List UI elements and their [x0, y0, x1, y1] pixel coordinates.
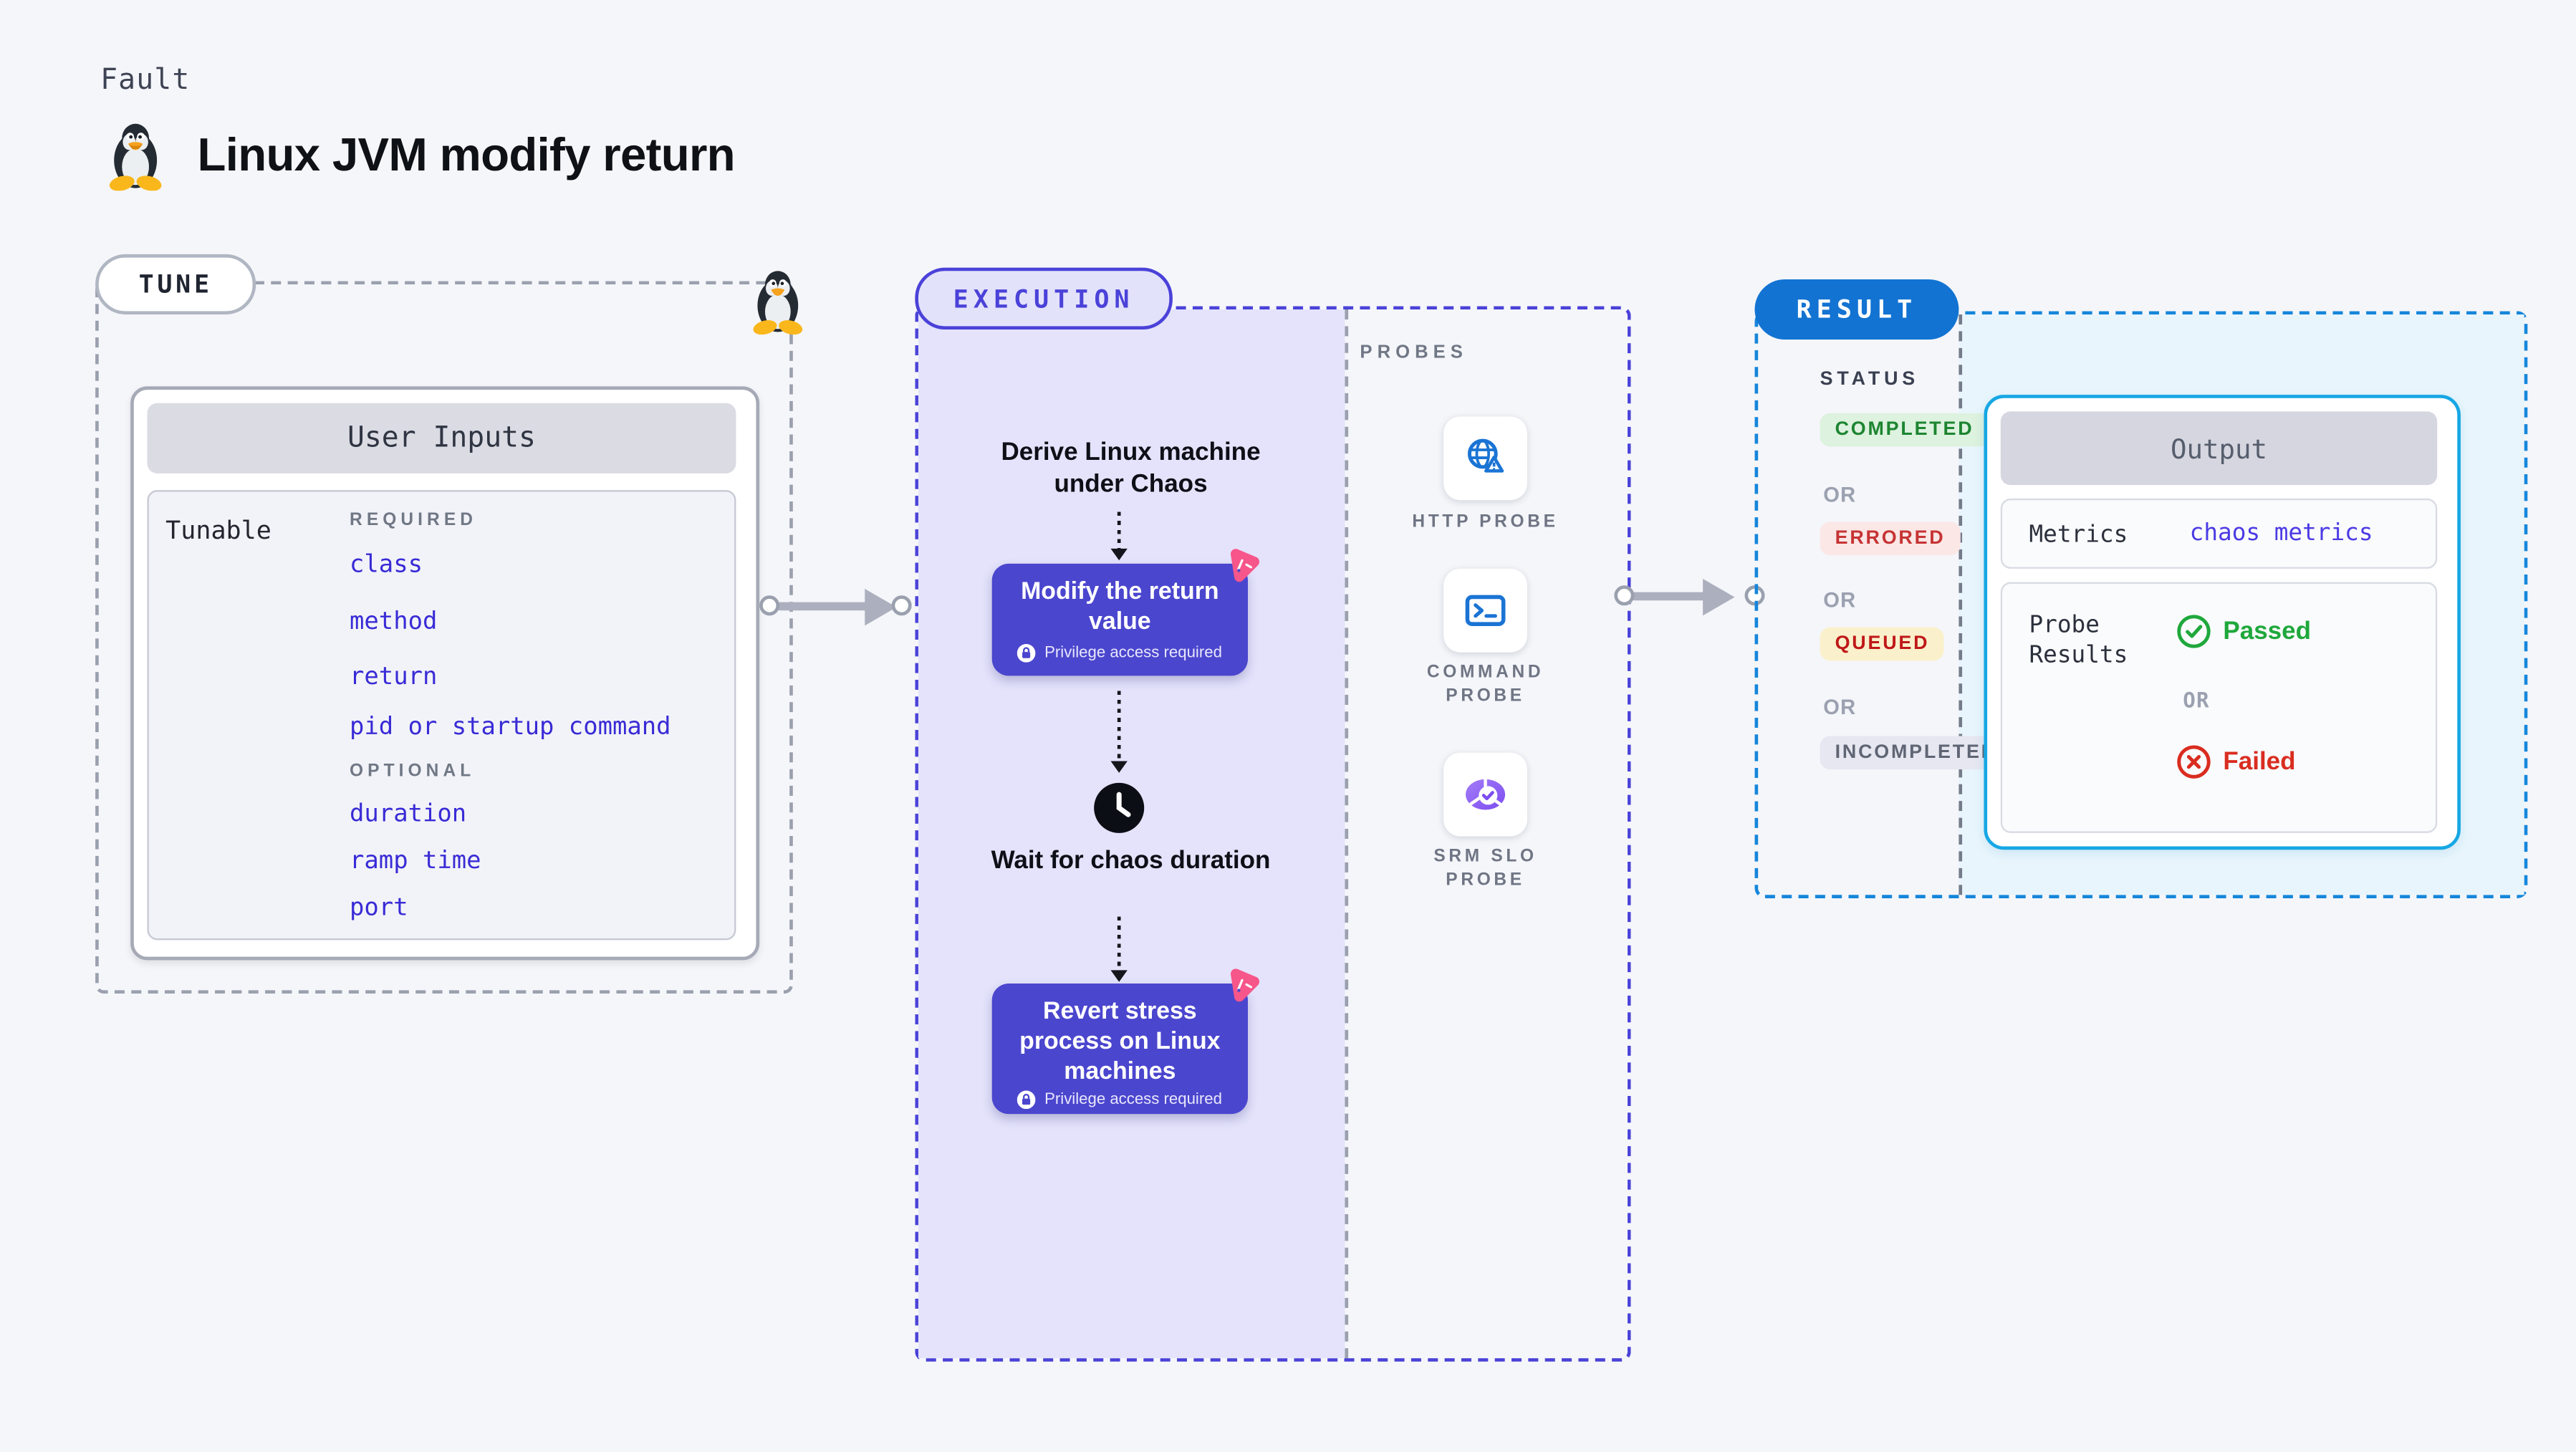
or-separator: OR [2183, 687, 2210, 713]
chaos-fault-icon [1230, 549, 1259, 582]
optional-label: OPTIONAL [350, 761, 476, 782]
input-link-method[interactable]: method [350, 608, 438, 636]
input-link-duration[interactable]: duration [350, 801, 467, 828]
probes-divider [1345, 309, 1349, 1359]
srm-slo-probe-label: SRM SLO PROBE [1433, 846, 1537, 890]
result-divider [1959, 314, 1963, 895]
status-badge-incompleted: INCOMPLETED [1820, 736, 2012, 770]
metrics-row: Metrics chaos metrics [2000, 498, 2438, 569]
input-link-class[interactable]: class [350, 552, 423, 579]
privilege-badge-text: Privilege access required [1044, 1090, 1222, 1110]
output-card: Output Metrics chaos metrics Probe Resul… [1984, 395, 2461, 850]
probe-results-label: Probe Results [2029, 612, 2128, 670]
or-separator: OR [1823, 696, 1857, 720]
tux-penguin-icon [109, 123, 162, 191]
input-link-pid-or-startup-command[interactable]: pid or startup command [350, 714, 671, 741]
fault-kicker: Fault [100, 63, 191, 97]
failed-x-icon [2177, 745, 2211, 779]
required-label: REQUIRED [350, 510, 478, 531]
flow-arrow-2 [1110, 691, 1128, 773]
chaos-metrics-link[interactable]: chaos metrics [2189, 520, 2373, 547]
tux-penguin-corner-icon [753, 271, 803, 335]
flow-arrow-3 [1110, 916, 1128, 982]
arrow-start-node [759, 595, 780, 616]
http-probe-card[interactable] [1443, 416, 1527, 501]
slo-pie-icon [1466, 779, 1506, 810]
privilege-badge-text: Privilege access required [1044, 644, 1222, 663]
or-separator: OR [1823, 588, 1857, 612]
srm-slo-probe-card[interactable] [1443, 752, 1527, 837]
output-header: Output [2000, 411, 2438, 486]
status-badge-queued: QUEUED [1820, 627, 1945, 661]
derive-step-text: Derive Linux machine under Chaos [1001, 438, 1261, 499]
wait-clock-icon [1094, 782, 1145, 833]
input-link-return[interactable]: return [350, 664, 438, 691]
user-inputs-header: User Inputs [147, 403, 736, 473]
command-probe-label: COMMAND PROBE [1426, 662, 1544, 706]
failed-label: Failed [2223, 747, 2296, 777]
probes-label: PROBES [1360, 342, 1468, 363]
revert-stress-title: Revert stress process on Linux machines [1019, 999, 1221, 1086]
lock-icon [1017, 644, 1037, 663]
passed-check-icon [2177, 615, 2211, 648]
revert-stress-node[interactable]: Revert stress process on Linux machines … [991, 968, 1259, 1115]
status-badge-errored: ERRORED [1820, 521, 1961, 556]
execution-pill: EXECUTION [915, 267, 1173, 330]
globe-alert-icon [1467, 438, 1504, 473]
arrow-end-node [891, 595, 912, 616]
passed-label: Passed [2223, 617, 2312, 646]
chaos-fault-icon [1230, 968, 1259, 1002]
user-inputs-body: Tunable REQUIRED class method return pid… [147, 490, 736, 941]
modify-return-node[interactable]: Modify the return value Privilege access… [991, 549, 1259, 676]
modify-return-title: Modify the return value [1021, 578, 1219, 636]
arrow-start-node [1614, 585, 1635, 606]
status-label: STATUS [1820, 370, 1920, 390]
command-probe-card[interactable] [1443, 568, 1527, 653]
http-probe-label: HTTP PROBE [1412, 511, 1559, 532]
user-inputs-card: User Inputs Tunable REQUIRED class metho… [130, 386, 760, 961]
input-link-ramp-time[interactable]: ramp time [350, 847, 481, 875]
tune-pill: TUNE [95, 254, 256, 314]
page-title: Linux JVM modify return [197, 128, 736, 181]
result-pill: RESULT [1754, 279, 1959, 340]
execution-section-box: Derive Linux machine under Chaos Modify … [915, 306, 1631, 1362]
or-separator: OR [1823, 483, 1857, 507]
lock-icon [1017, 1090, 1037, 1110]
flow-arrow-1 [1110, 511, 1128, 561]
execution-flow-area [918, 309, 1345, 1359]
metrics-label: Metrics [2029, 521, 2128, 549]
tunable-label: Tunable [165, 515, 271, 546]
probe-results-row: Probe Results Passed OR Failed [2000, 582, 2438, 833]
wait-step-text: Wait for chaos duration [991, 846, 1271, 875]
input-link-port[interactable]: port [350, 895, 408, 922]
terminal-icon [1465, 595, 1506, 626]
tune-section-box [95, 281, 793, 994]
status-badge-completed: COMPLETED [1820, 413, 1989, 447]
